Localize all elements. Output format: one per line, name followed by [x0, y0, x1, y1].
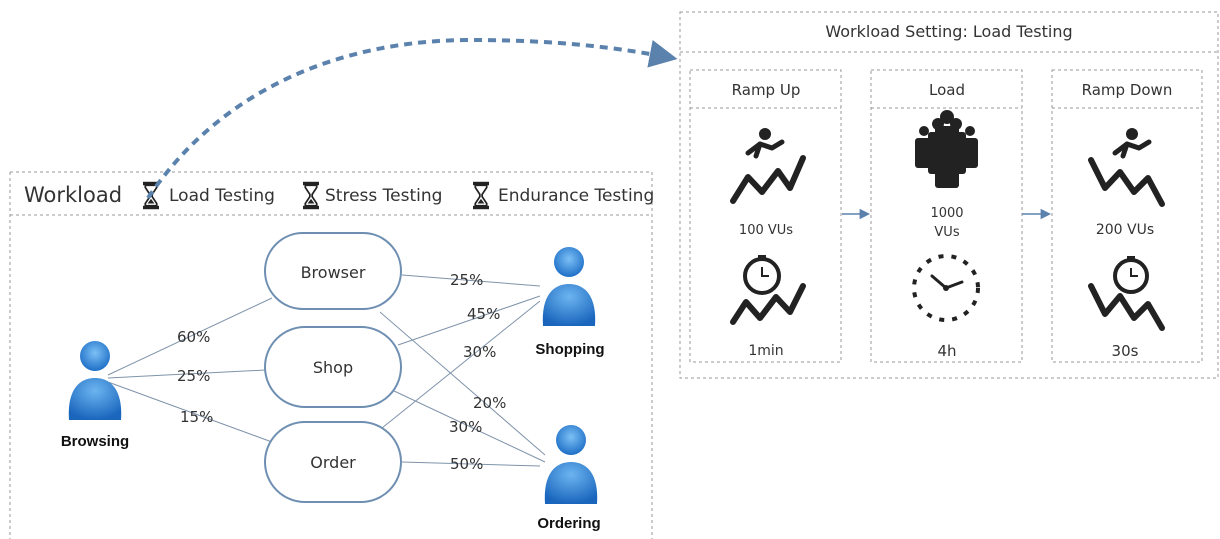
- tab-label: Endurance Testing: [498, 186, 654, 206]
- user-shopping[interactable]: Shopping: [535, 247, 605, 358]
- phase-load[interactable]: Load 1000 VUs 4h: [870, 69, 1023, 363]
- tab-label: Stress Testing: [325, 186, 442, 206]
- tab-endurance-testing[interactable]: Endurance Testing: [473, 181, 654, 210]
- user-label: Browsing: [61, 433, 129, 450]
- user-icon: [544, 425, 598, 504]
- node-order[interactable]: Order: [264, 421, 402, 503]
- user-icon: [542, 247, 596, 326]
- node-shop[interactable]: Shop: [264, 326, 402, 408]
- pct-browser-ordering: 20%: [473, 394, 506, 412]
- pct-browsing-browser: 60%: [177, 328, 210, 346]
- pct-shop-shopping: 45%: [467, 305, 500, 323]
- user-icon: [68, 341, 122, 420]
- clock-icon: [912, 254, 980, 322]
- pct-order-shopping: 30%: [463, 343, 496, 361]
- hourglass-icon: [303, 181, 319, 210]
- phase-title: Ramp Up: [732, 81, 801, 99]
- workload-panel: Workload Load Testing Stress Testing End…: [9, 171, 654, 539]
- phase-users: 200 VUs: [1096, 222, 1154, 238]
- workload-title: Workload: [24, 183, 122, 207]
- phase-users-count: 1000: [930, 206, 963, 221]
- setting-panel: Workload Setting: Load Testing Ramp Up 1…: [679, 11, 1219, 379]
- phase-duration: 1min: [748, 343, 783, 359]
- hourglass-icon: [473, 181, 489, 210]
- node-label: Browser: [301, 263, 366, 282]
- user-label: Shopping: [535, 341, 604, 358]
- stopwatch-falling-icon: [1088, 256, 1165, 331]
- runner-rising-icon: [730, 128, 806, 204]
- setting-title: Workload Setting: Load Testing: [825, 22, 1072, 41]
- node-browser[interactable]: Browser: [264, 232, 402, 310]
- phase-users: 100 VUs: [739, 223, 793, 238]
- phase-ramp-up[interactable]: Ramp Up 100 VUs 1min: [689, 69, 842, 363]
- tab-stress-testing[interactable]: Stress Testing: [303, 181, 442, 210]
- user-ordering[interactable]: Ordering: [537, 425, 601, 532]
- transition-labels: 60% 25% 15% 25% 45% 30% 20% 30% 50%: [177, 271, 506, 473]
- runner-falling-icon: [1088, 128, 1165, 207]
- phase-title: Load: [929, 81, 965, 99]
- phase-duration: 4h: [937, 342, 956, 360]
- phase-ramp-down[interactable]: Ramp Down 200 VUs 30s: [1051, 69, 1203, 363]
- stopwatch-rising-icon: [730, 255, 806, 325]
- tab-label: Load Testing: [169, 186, 275, 206]
- phase-duration: 30s: [1112, 342, 1139, 360]
- pct-browsing-shop: 25%: [177, 367, 210, 385]
- transition-lines: [107, 274, 546, 467]
- user-browsing[interactable]: Browsing: [61, 341, 129, 450]
- node-label: Shop: [313, 358, 353, 377]
- pct-browsing-order: 15%: [180, 408, 213, 426]
- phase-users-unit: VUs: [934, 225, 959, 240]
- tab-load-testing[interactable]: Load Testing: [143, 181, 275, 210]
- pct-shop-ordering: 30%: [449, 418, 482, 436]
- phase-title: Ramp Down: [1082, 81, 1173, 99]
- node-label: Order: [310, 453, 356, 472]
- link-arrow: [146, 37, 678, 200]
- pct-browser-shopping: 25%: [450, 271, 483, 289]
- pct-order-ordering: 50%: [450, 455, 483, 473]
- user-label: Ordering: [537, 515, 600, 532]
- crowd-icon: [915, 110, 978, 188]
